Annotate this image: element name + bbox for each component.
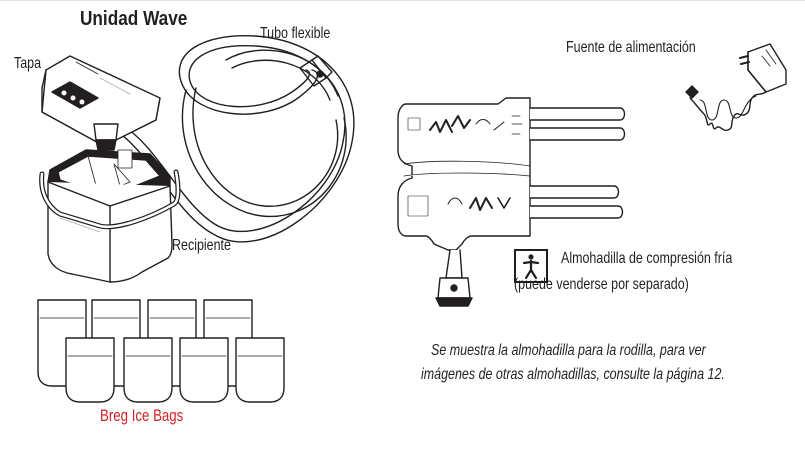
hose-label: Tubo flexible — [260, 25, 331, 42]
power-supply-drawing — [685, 43, 787, 132]
note-line-2: imágenes de otras almohadillas, consulte… — [421, 366, 725, 383]
container-drawing — [39, 149, 181, 283]
lid-label: Tapa — [14, 55, 42, 72]
ice-bag-front-4 — [235, 337, 285, 403]
pad-label: Almohadilla de compresión fría — [561, 250, 733, 267]
container-label: Recipiente — [172, 237, 231, 254]
person-icon — [522, 254, 540, 280]
ice-bag-front-3 — [179, 337, 229, 403]
hose-drawing — [111, 35, 355, 243]
note-line-1: Se muestra la almohadilla para la rodill… — [431, 342, 706, 359]
top-rule — [0, 0, 805, 1]
lid-drawing — [41, 55, 161, 151]
hose-connector — [299, 55, 333, 87]
ice-bag-front-2 — [123, 337, 173, 403]
type-bf-applied-part-icon — [514, 249, 548, 283]
pad-note: (puede venderse por separado) — [514, 276, 689, 293]
ice-bag-front-1 — [65, 337, 115, 403]
power-supply-label: Fuente de alimentación — [566, 39, 696, 56]
unit-title: Unidad Wave — [80, 8, 188, 30]
ice-bags-drawing — [37, 299, 285, 403]
knee-pad-drawing — [397, 97, 626, 307]
ice-bags-label: Breg Ice Bags — [100, 406, 184, 425]
